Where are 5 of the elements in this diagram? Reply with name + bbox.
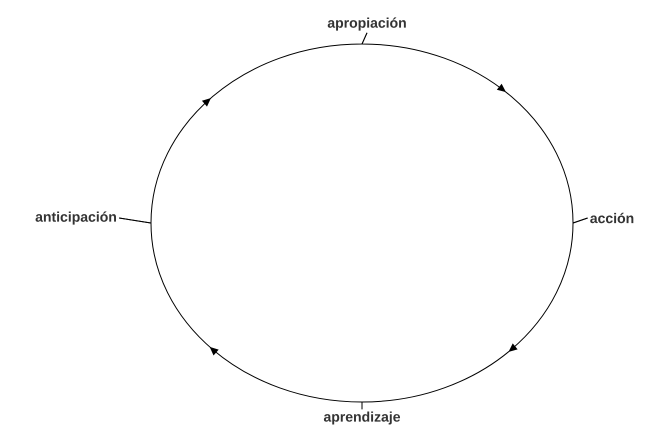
cycle-label: aprendizaje bbox=[324, 411, 400, 425]
cycle-label: apropiación bbox=[328, 17, 406, 31]
cycle-label: acción bbox=[590, 212, 634, 224]
cycle-arrow bbox=[118, 32, 368, 224]
cycle-label: anticipación bbox=[36, 211, 116, 225]
